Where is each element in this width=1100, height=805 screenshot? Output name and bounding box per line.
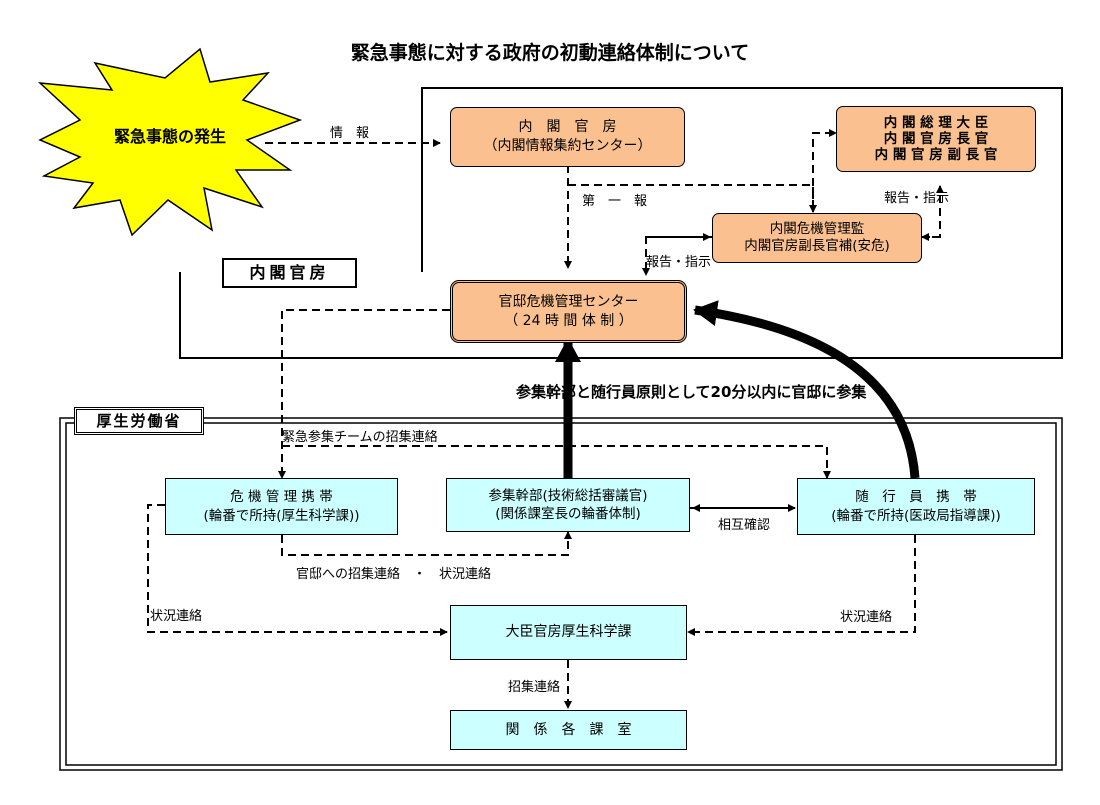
cabinet-label: 内閣官房 [249,263,330,283]
report-instr-right-label: 報告・指示 [884,191,950,206]
cabinet-label-box: 内閣官房 [222,258,357,288]
naikaku-kanbo-line2: （内閣情報集約センター） [483,138,652,154]
sections-box: 関 係 各 課 室 [450,710,687,750]
kosei-label: 大臣官房厚生科学課 [505,624,632,641]
mhlw-region-outer [59,417,1063,771]
senior-officer-box: 参集幹部(技術総括審議官) (関係課室長の輪番体制) [446,478,690,532]
pm-line2: 内 閣 官 房 長 官 [883,130,989,147]
crisis-mgr-line2: 内閣官房副長官補(安危) [744,238,890,254]
status-left-line [147,504,448,636]
kosei-kagaku-box: 大臣官房厚生科学課 [450,605,687,660]
senior-line1: 参集幹部(技術総括審議官) [488,487,648,504]
kantei-summon-line [281,531,572,556]
info-label: 情 報 [330,126,370,141]
mhlw-region-inner [65,422,1057,766]
pm-line3: 内 閣 官 房 副 長 官 [874,147,998,164]
center-to-crisis-phone [278,309,450,479]
cabinet-region-outline [179,87,1063,359]
escort-phone-box: 随 行 員 携 帯 (輪番で所持(医政局指導課)) [797,478,1035,535]
summon-contact-label: 招集連絡 [508,680,561,695]
escort-to-center-thick-arrow [693,300,920,479]
first-report-label: 第 一 報 [582,194,648,209]
status-left-label: 状況連絡 [150,609,203,624]
naikaku-kanbo-line1: 内 閣 官 房 [518,119,617,136]
naikaku-kanbo-box: 内 閣 官 房 （内閣情報集約センター） [450,107,685,167]
escort-line1: 随 行 員 携 帯 [855,489,977,506]
status-right-line [687,535,916,636]
crisis-mgr-line1: 内閣危機管理監 [769,221,865,238]
emergency-burst-shape [37,47,303,237]
prime-minister-box: 内 閣 総 理 大 臣 内 閣 官 房 長 官 内 閣 官 房 副 長 官 [836,106,1036,172]
crisis-manager-box: 内閣危機管理監 内閣官房副長官補(安危) [712,213,922,263]
crisis-center-box: 官邸危機管理センター （ 24 時 間 体 制 ） [450,280,687,343]
emergency-team-line [282,445,831,479]
pm-link [812,129,837,212]
crisis-phone-line2: (輪番で所持(厚生科学課)) [203,507,360,524]
center-line1: 官邸危機管理センター [498,293,639,310]
emergency-team-label: 緊急参集チームの招集連絡 [282,430,438,445]
kantei-summon-label: 官邸への招集連絡 ・ 状況連絡 [296,567,492,582]
crisis-phone-box: 危 機 管 理 携 帯 (輪番で所持(厚生科学課)) [165,478,398,535]
status-right-label: 状況連絡 [840,610,893,625]
mutual-label: 相互確認 [718,518,771,533]
summon-main-label: 参集幹部と随行員原則として20分以内に官邸に参集 [516,383,867,401]
pm-line1: 内 閣 総 理 大 臣 [883,114,989,131]
center-line2: （ 24 時 間 体 制 ） [504,312,633,329]
mhlw-label-box: 厚生労働省 [74,407,204,435]
page-title: 緊急事態に対する政府の初動連絡体制について [350,42,750,64]
crisis-phone-line1: 危 機 管 理 携 帯 [230,489,333,506]
first-report-branch [568,184,817,213]
report-instr-left-label: 報告・指示 [646,255,712,270]
emergency-label: 緊急事態の発生 [113,127,226,146]
mhlw-label: 厚生労働省 [96,411,182,430]
senior-line2: (関係課室長の輪番体制) [495,506,641,522]
escort-line2: (輪番で所持(医政局指導課)) [831,507,1001,524]
sections-label: 関 係 各 課 室 [505,721,632,738]
